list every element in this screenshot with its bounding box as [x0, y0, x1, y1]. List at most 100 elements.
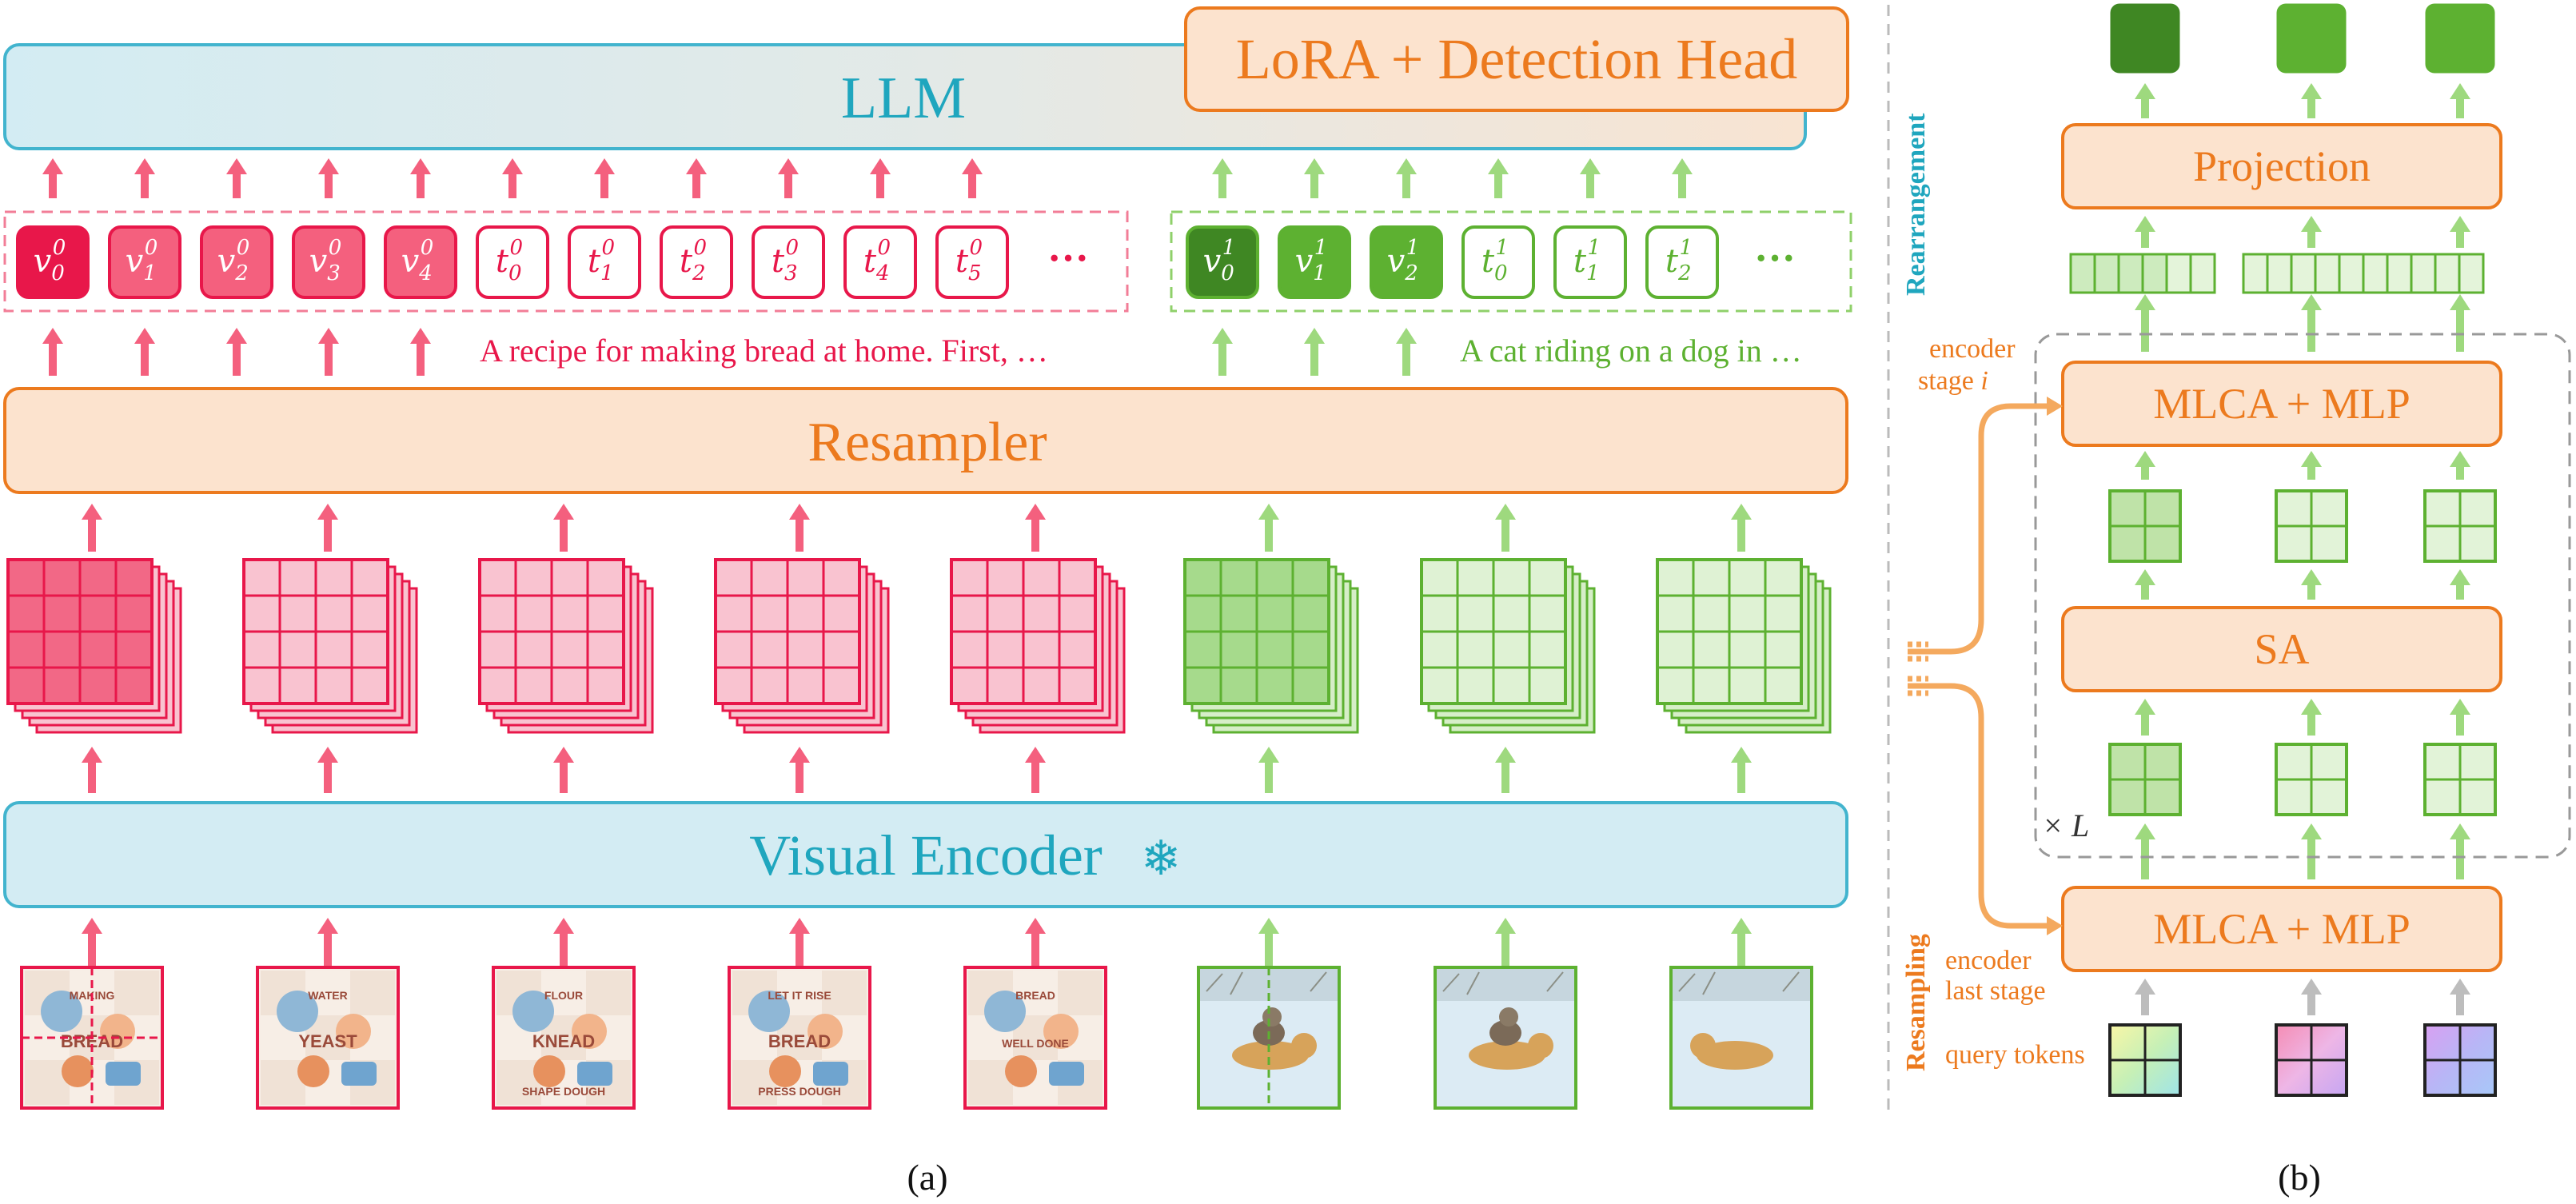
repeat-label: × L: [2042, 807, 2089, 843]
up-arrow: [1258, 747, 1279, 793]
intermediate-token-grids: [2108, 489, 2497, 816]
panel-b-arrows: [2135, 83, 2470, 1015]
query-token-grid: [2275, 1023, 2348, 1097]
up-arrow: [317, 918, 338, 967]
up-arrow: [1396, 158, 1417, 198]
projection-label: Projection: [2193, 142, 2371, 190]
token-label: v30: [309, 236, 342, 285]
mlca-mlp-bottom-block: MLCA + MLP: [2061, 886, 2502, 972]
recipe-image: MAKINGBREAD: [20, 966, 164, 1110]
arrows-to-llm-green: [1212, 158, 1693, 198]
red-token: v20: [200, 225, 273, 299]
output-tokens: [2110, 3, 2495, 74]
token-label: v01: [1203, 236, 1236, 285]
up-arrow: [1495, 504, 1516, 552]
up-arrow: [1731, 747, 1752, 793]
up-arrow: [1731, 504, 1752, 552]
image-text: LET IT RISE: [768, 989, 831, 1002]
snowflake-icon: ❄: [1141, 831, 1181, 887]
up-arrow: [226, 328, 247, 376]
up-arrow: [1495, 918, 1516, 967]
cat-dog-image: [1669, 966, 1813, 1110]
mlca-mlp-top-block: MLCA + MLP: [2061, 361, 2502, 447]
red-feature-stack: [478, 558, 654, 734]
red-token-group-border: [3, 210, 1129, 313]
token-label: t01: [1481, 236, 1509, 285]
green-text-prompt: A cat riding on a dog in …: [1460, 333, 1802, 369]
image-text: KNEAD: [532, 1031, 595, 1051]
image-text: FLOUR: [544, 989, 583, 1002]
up-arrow: [1212, 158, 1233, 198]
up-arrow: [2135, 216, 2155, 248]
up-arrow: [2135, 294, 2155, 352]
up-arrow: [82, 747, 102, 793]
up-arrow: [2301, 216, 2322, 248]
encoder-last-line1: encoder: [1945, 946, 2032, 975]
up-arrow: [2301, 979, 2322, 1015]
red-ellipsis: ···: [1047, 236, 1089, 281]
token-grid: [2275, 489, 2348, 563]
up-arrow: [2135, 823, 2155, 879]
image-text: YEAST: [298, 1031, 357, 1051]
red-feature-stack: [714, 558, 890, 734]
up-arrow: [317, 504, 338, 552]
red-feature-stack: [242, 558, 418, 734]
up-arrow: [1731, 918, 1752, 967]
token-label: t21: [1665, 236, 1693, 285]
token-label: t30: [772, 236, 799, 285]
green-feature-stack: [1420, 558, 1596, 734]
green-token: t01: [1461, 225, 1535, 299]
red-feature-stack: [6, 558, 182, 734]
up-arrow: [1495, 747, 1516, 793]
sa-label: SA: [2254, 625, 2309, 673]
token-label: t10: [588, 236, 615, 285]
green-token: v21: [1370, 225, 1443, 299]
red-token: t40: [843, 225, 917, 299]
input-images: MAKINGBREADWATERYEASTFLOURKNEADSHAPE DOU…: [20, 966, 1813, 1110]
resampler-block: Resampler: [3, 387, 1848, 494]
encoder-stage-label: encoder stage i: [1918, 334, 2016, 396]
arrows-to-tokens-red: [42, 328, 431, 376]
query-token-grid: [2423, 1023, 2497, 1097]
up-arrow: [42, 328, 63, 376]
lora-detection-head-block: LoRA + Detection Head: [1184, 6, 1849, 112]
up-arrow: [2450, 823, 2470, 879]
up-arrow: [410, 328, 431, 376]
llm-label: LLM: [841, 66, 966, 131]
up-arrow: [2135, 83, 2155, 118]
up-arrow: [318, 328, 339, 376]
green-feature-stack: [1183, 558, 1359, 734]
up-arrow: [1258, 918, 1279, 967]
token-grid: [2423, 743, 2497, 816]
red-token: t20: [660, 225, 733, 299]
up-arrow: [1025, 747, 1046, 793]
cat-dog-image: [1434, 966, 1577, 1110]
image-text: BREAD: [1015, 989, 1055, 1002]
red-token: v10: [108, 225, 181, 299]
up-arrow: [226, 158, 247, 198]
red-token: t10: [568, 225, 641, 299]
red-token: t50: [935, 225, 1009, 299]
resampler-label: Resampler: [807, 412, 1047, 473]
visual-encoder-block: Visual Encoder ❄: [3, 801, 1848, 908]
up-arrow: [2301, 569, 2322, 600]
query-token-grid: [2108, 1023, 2182, 1097]
green-token: v11: [1278, 225, 1351, 299]
resampling-label: Resampling: [1901, 934, 1931, 1071]
token-label: v21: [1387, 236, 1420, 285]
token-label: v00: [34, 236, 66, 285]
image-text: BREAD: [768, 1031, 831, 1051]
up-arrow: [82, 918, 102, 967]
up-arrow: [134, 328, 155, 376]
red-token: v00: [16, 225, 90, 299]
token-label: t50: [955, 236, 983, 285]
strip-right: [2242, 253, 2485, 294]
up-arrow: [789, 918, 810, 967]
arrows-from-encoder: [82, 747, 1752, 793]
up-arrow: [410, 158, 431, 198]
